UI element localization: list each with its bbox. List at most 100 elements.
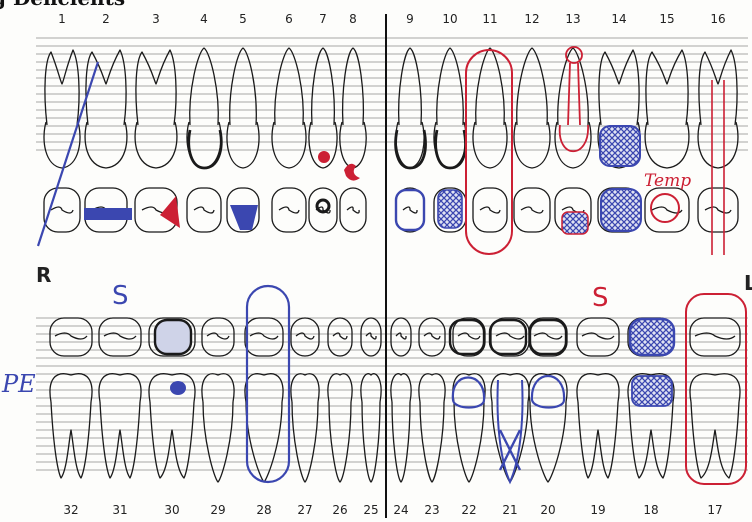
upper-tooth[interactable] xyxy=(272,48,306,232)
occlusal-groove xyxy=(521,207,543,213)
occlusal-groove xyxy=(480,207,500,213)
crown xyxy=(473,122,507,168)
tooth-number-lower: 27 xyxy=(297,503,312,517)
tooth-number-lower: 29 xyxy=(210,503,225,517)
root xyxy=(100,402,140,478)
lower-tooth[interactable] xyxy=(328,318,352,482)
root xyxy=(699,50,737,125)
extraction-x-21 xyxy=(500,430,520,470)
tooth-number-lower: 20 xyxy=(540,503,555,517)
tooth-number-lower: 24 xyxy=(393,503,408,517)
occlusal-groove xyxy=(347,207,359,213)
crown-outline-10 xyxy=(436,130,466,168)
crown-outline-20-blue xyxy=(532,376,564,408)
tooth-number-lower: 17 xyxy=(707,503,722,517)
tooth-number-upper: 4 xyxy=(200,12,208,26)
filling-7-red xyxy=(318,151,330,163)
root xyxy=(629,402,673,478)
upper-tooth[interactable] xyxy=(309,48,337,232)
tooth-number-upper: 9 xyxy=(406,12,414,26)
filling-5 xyxy=(230,205,258,230)
crown-crosshatch-18 xyxy=(632,376,672,406)
crown xyxy=(85,122,127,168)
tooth-number-lower: 23 xyxy=(424,503,439,517)
tooth-number-upper: 11 xyxy=(482,12,497,26)
occlusal-crosshatch-18 xyxy=(630,319,674,355)
crown xyxy=(44,122,80,168)
root xyxy=(578,402,618,478)
crown xyxy=(645,122,689,168)
tooth-number-lower: 19 xyxy=(590,503,605,517)
filling-30 xyxy=(170,381,186,395)
upper-tooth[interactable] xyxy=(340,48,366,232)
crown-outline-9 xyxy=(396,130,426,168)
root xyxy=(399,48,422,125)
annotation-temp: Temp xyxy=(644,171,691,191)
tooth-number-upper: 14 xyxy=(611,12,626,26)
upper-tooth[interactable] xyxy=(698,50,738,232)
tooth-number-upper: 10 xyxy=(442,12,457,26)
occlusal-outline-21 xyxy=(490,320,526,354)
occlusal-groove xyxy=(51,207,73,213)
upper-tooth[interactable] xyxy=(85,50,127,232)
lower-tooth[interactable] xyxy=(419,318,445,482)
annotation-s-left: S xyxy=(592,283,609,313)
root xyxy=(51,402,91,478)
occlusal-groove xyxy=(403,207,417,213)
lower-tooth[interactable] xyxy=(291,318,319,482)
upper-tooth[interactable] xyxy=(473,48,507,232)
upper-tooth[interactable] xyxy=(44,50,80,232)
root xyxy=(45,50,79,125)
crown xyxy=(227,122,259,168)
crown-crosshatch-14 xyxy=(600,126,640,166)
root xyxy=(190,48,219,125)
root xyxy=(599,50,639,125)
tooth-number-upper: 12 xyxy=(524,12,539,26)
root xyxy=(86,50,126,125)
lower-tooth[interactable] xyxy=(361,318,381,482)
upper-tooth[interactable] xyxy=(227,48,259,232)
upper-tooth[interactable] xyxy=(396,48,424,232)
root xyxy=(646,50,688,125)
tooth-number-upper: 15 xyxy=(659,12,674,26)
tooth-number-upper: 3 xyxy=(152,12,160,26)
root xyxy=(437,48,464,125)
crown xyxy=(272,122,306,168)
crown xyxy=(340,122,366,168)
root xyxy=(558,48,588,125)
tooth-number-upper: 1 xyxy=(58,12,66,26)
filling-2 xyxy=(84,208,132,220)
lower-tooth[interactable] xyxy=(202,318,234,482)
tooth-number-upper: 8 xyxy=(349,12,357,26)
crown xyxy=(135,122,177,168)
root xyxy=(476,48,505,125)
lower-tooth[interactable] xyxy=(529,318,567,482)
crown-outline-4 xyxy=(189,130,221,168)
tooth-number-lower: 22 xyxy=(461,503,476,517)
occlusal-groove xyxy=(705,207,731,213)
tooth-number-upper: 5 xyxy=(239,12,247,26)
root xyxy=(230,48,257,125)
tooth-number-lower: 31 xyxy=(112,503,127,517)
lower-tooth[interactable] xyxy=(245,318,283,482)
occlusal-groove xyxy=(194,207,214,213)
occlusal-dark-30 xyxy=(155,320,191,354)
root xyxy=(517,48,547,125)
occlusal-crosshatch-13 xyxy=(562,212,588,234)
side-label-left: L xyxy=(744,271,752,295)
tooth-number-lower: 26 xyxy=(332,503,347,517)
tooth-number-lower: 30 xyxy=(164,503,179,517)
root xyxy=(691,402,739,478)
upper-tooth[interactable] xyxy=(187,48,221,232)
tooth-number-upper: 2 xyxy=(102,12,110,26)
tooth-number-upper: 16 xyxy=(710,12,725,26)
lower-tooth[interactable] xyxy=(391,318,411,482)
annotation-s-right: S xyxy=(112,281,129,311)
occlusal-crosshatch-10 xyxy=(438,190,462,228)
crown xyxy=(514,122,550,168)
upper-tooth[interactable] xyxy=(514,48,550,232)
root xyxy=(275,48,304,125)
root xyxy=(312,48,335,125)
lower-tooth[interactable] xyxy=(453,318,485,482)
